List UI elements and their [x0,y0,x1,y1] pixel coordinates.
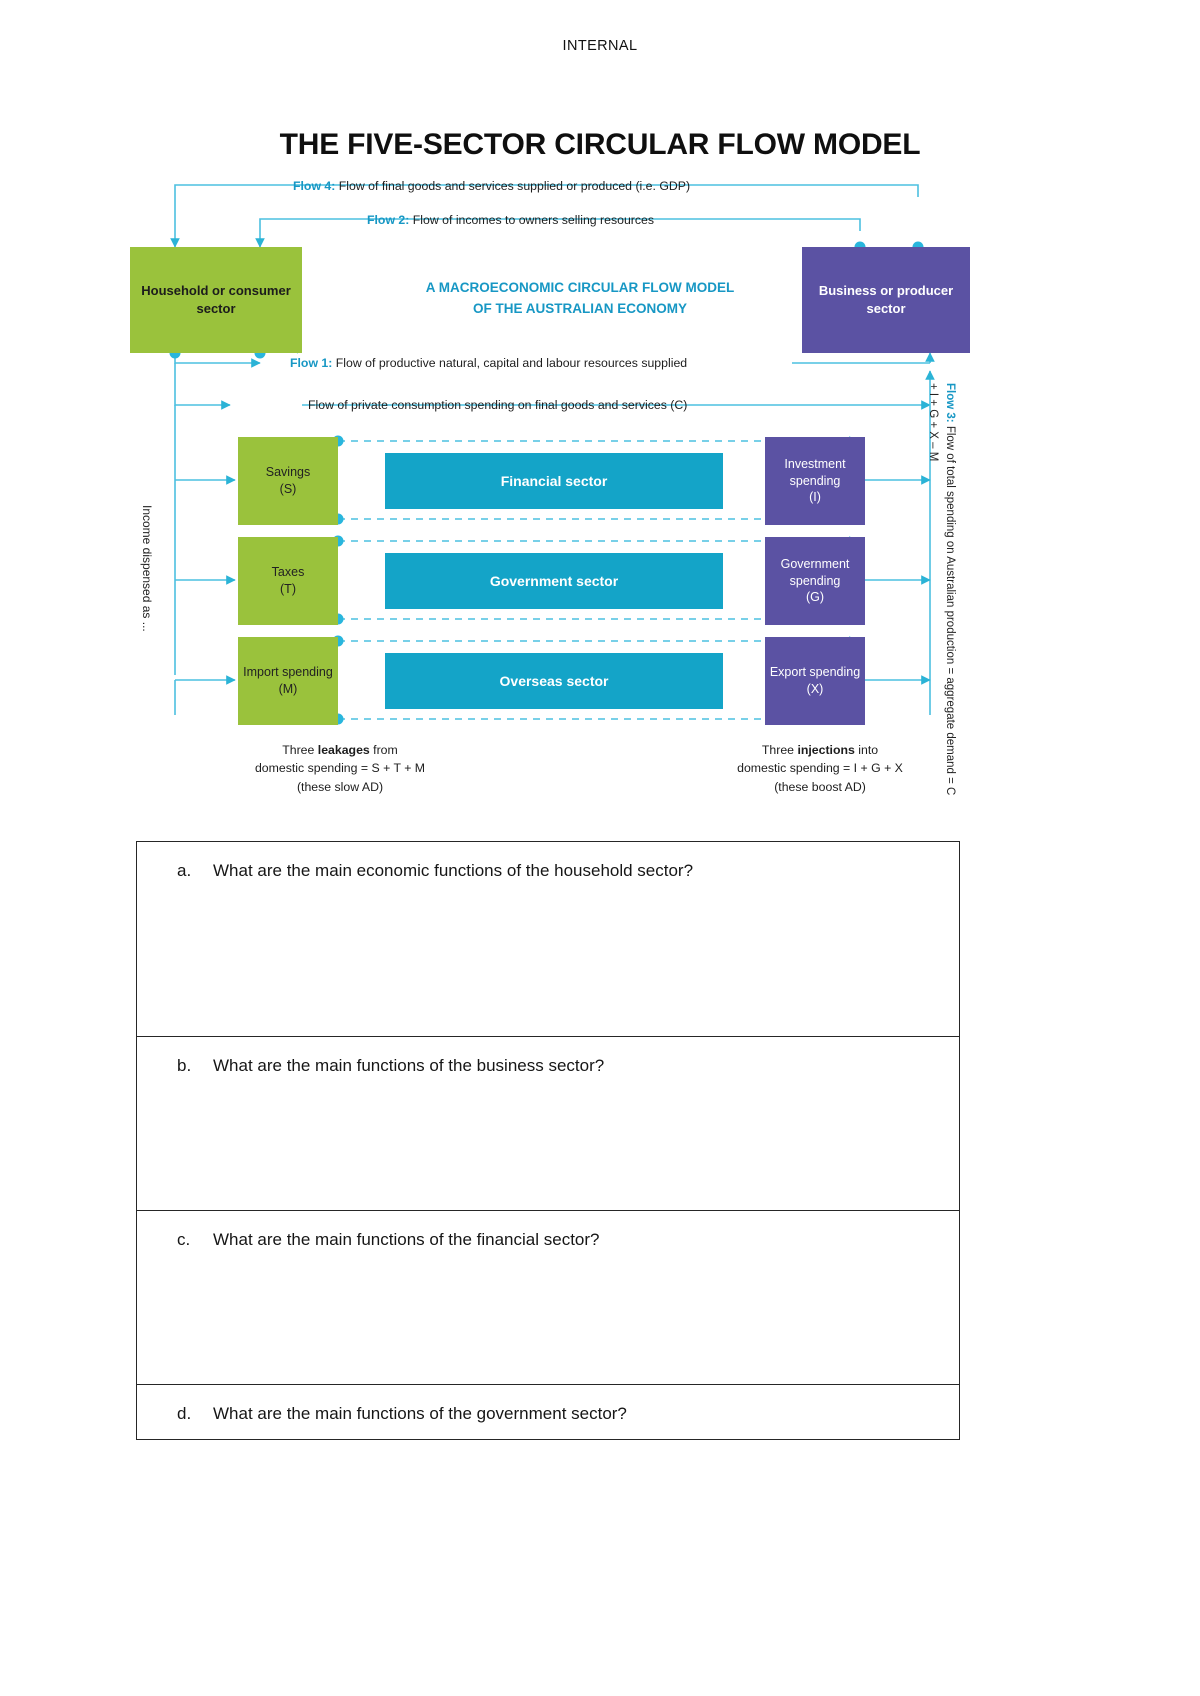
leakages-footnote: Three leakages from domestic spending = … [170,741,510,796]
circular-flow-diagram: Flow 4: Flow of final goods and services… [130,175,1030,815]
flow1-text: Flow of productive natural, capital and … [332,356,688,370]
question-d-label: d. [177,1404,192,1423]
flow1-bold: Flow 1: [290,356,333,370]
leakage-savings-symbol: (S) [279,482,297,496]
injections-footnote-line-3: (these boost AD) [774,779,866,794]
flow2-bold: Flow 2: [367,213,410,227]
question-c-text: What are the main functions of the finan… [213,1230,600,1249]
flow3-text: Flow of total spending on Australian pro… [927,383,956,796]
leakage-imports-symbol: (M) [278,682,298,696]
injection-investment-symbol: (I) [809,490,821,505]
government-sector-label: Government sector [489,572,619,589]
leakage-savings-name: Savings [265,465,311,480]
question-cell-c[interactable]: c. What are the main functions of the fi… [136,1210,960,1385]
center-caption-line-1: A MACROECONOMIC CIRCULAR FLOW MODEL [425,280,735,295]
intermediary-box-overseas: Overseas sector [385,653,723,709]
classification-header: INTERNAL [562,38,638,54]
financial-sector-label: Financial sector [500,472,608,489]
injections-footnote-line-2: domestic spending = I + G + X [737,761,903,776]
question-b: b. What are the main functions of the bu… [137,1055,959,1077]
flow2-text: Flow of incomes to owners selling resour… [409,213,655,227]
center-caption-line-2: OF THE AUSTRALIAN ECONOMY [473,300,687,316]
leakage-box-taxes: Taxes (T) [238,537,338,625]
flow4-bold: Flow 4: [293,179,336,193]
question-a: a. What are the main economic functions … [137,860,959,882]
flow2-label: Flow 2: Flow of incomes to owners sellin… [367,213,654,227]
table-row: a. What are the main economic functions … [136,841,960,1037]
leakage-taxes-name: Taxes [271,565,305,580]
injections-footnote: Three injections into domestic spending … [650,741,990,796]
injection-export-symbol: (X) [806,682,824,696]
household-sector-box: Household or consumer sector [130,247,302,353]
leakage-box-imports: Import spending (M) [238,637,338,725]
question-cell-a[interactable]: a. What are the main economic functions … [136,841,960,1037]
question-cell-d[interactable]: d. What are the main functions of the go… [136,1384,960,1440]
leakage-taxes-symbol: (T) [280,582,296,596]
questions-table: a. What are the main economic functions … [136,841,960,1440]
flow-consumption-label: Flow of private consumption spending on … [308,398,688,412]
table-row: b. What are the main functions of the bu… [136,1036,960,1211]
question-d-text: What are the main functions of the gover… [213,1404,627,1423]
page-title: THE FIVE-SECTOR CIRCULAR FLOW MODEL [279,128,921,161]
question-b-label: b. [177,1056,192,1075]
injection-box-export: Export spending (X) [765,637,865,725]
question-c: c. What are the main functions of the fi… [137,1229,959,1251]
intermediary-box-government: Government sector [385,553,723,609]
table-row: c. What are the main functions of the fi… [136,1210,960,1385]
flow4-label: Flow 4: Flow of final goods and services… [293,179,690,193]
business-sector-label: Business or producer sector [818,283,954,316]
question-c-label: c. [177,1230,191,1249]
flow3-label: Flow 3: Flow of total spending on Austra… [925,383,958,803]
injection-government-symbol: (G) [805,590,825,605]
injection-box-investment: Investment spending (I) [765,437,865,525]
injection-box-government: Government spending (G) [765,537,865,625]
injection-export-name: Export spending [769,665,861,680]
business-sector-box: Business or producer sector [802,247,970,353]
flow4-text: Flow of final goods and services supplie… [335,179,691,193]
question-d: d. What are the main functions of the go… [137,1403,959,1425]
diagram-center-caption: A MACROECONOMIC CIRCULAR FLOW MODEL OF T… [375,278,785,320]
leakage-imports-name: Import spending [243,665,333,680]
leakages-footnote-line-3: (these slow AD) [296,779,384,794]
leakages-footnote-line-1: Three leakages from [282,743,398,757]
flow3-bold: Flow 3: [944,383,956,423]
injections-footnote-line-1: Three injections into [761,743,879,757]
leakages-footnote-line-2: domestic spending = S + T + M [254,761,426,776]
question-b-text: What are the main functions of the busin… [213,1056,605,1075]
table-row: d. What are the main functions of the go… [136,1384,960,1440]
household-sector-label: Household or consumer sector [141,283,291,316]
overseas-sector-label: Overseas sector [499,672,609,689]
injection-government-name: Government spending [780,556,850,588]
question-a-text: What are the main economic functions of … [213,861,694,880]
question-a-label: a. [177,861,192,880]
injection-investment-name: Investment spending [784,456,846,488]
leakage-box-savings: Savings (S) [238,437,338,525]
question-cell-b[interactable]: b. What are the main functions of the bu… [136,1036,960,1211]
flow1-label: Flow 1: Flow of productive natural, capi… [290,356,687,370]
intermediary-box-financial: Financial sector [385,453,723,509]
income-dispensed-label: Income dispensed as ... [140,505,154,632]
